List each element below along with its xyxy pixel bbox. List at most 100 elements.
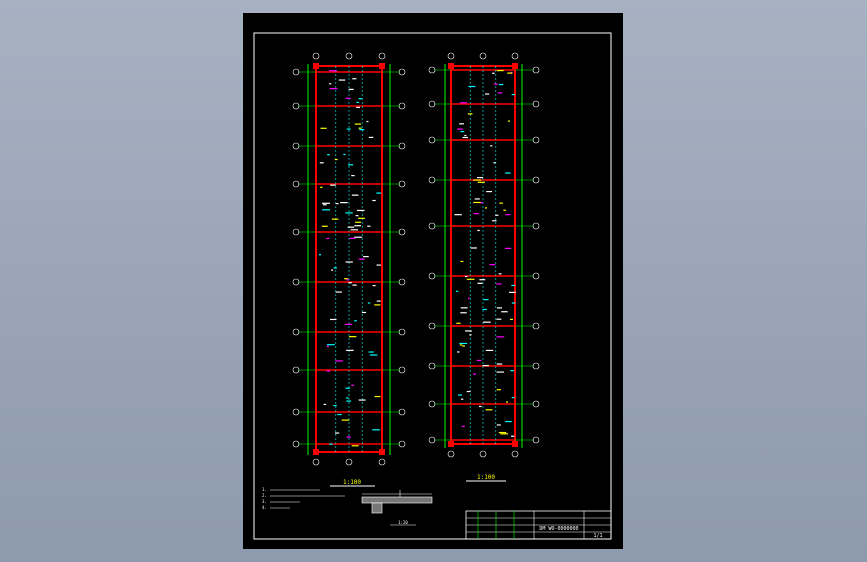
rebar-mark-50 (483, 321, 491, 323)
rebar-mark-71 (368, 351, 374, 353)
rebar-mark-72 (496, 424, 501, 426)
rebar-mark-3 (459, 344, 463, 346)
rebar-mark-52 (505, 172, 511, 174)
rebar-mark-71 (460, 312, 467, 314)
rebar-mark-86 (320, 186, 323, 188)
axis-bubble-top-2 (511, 52, 519, 60)
rebar-mark-13 (327, 154, 330, 156)
rebar-mark-36 (477, 229, 480, 232)
rebar-mark-11 (473, 213, 480, 215)
rebar-mark-85 (454, 214, 462, 216)
rebar-mark-29 (465, 275, 468, 278)
rebar-mark-84 (460, 130, 465, 133)
axis-bubble-left-3 (292, 180, 300, 188)
rebar-mark-20 (352, 78, 357, 80)
rebar-mark-61 (351, 175, 355, 177)
rebar-mark-21 (505, 420, 512, 423)
rebar-mark-27 (358, 399, 366, 401)
rebar-mark-17 (334, 158, 338, 161)
rebar-mark-53 (337, 413, 342, 416)
rebar-mark-57 (479, 202, 483, 204)
axis-bubble-bottom-2 (378, 458, 386, 466)
rebar-mark-25 (511, 284, 516, 287)
rebar-mark-78 (473, 201, 481, 204)
section-detail: 1:20 (361, 490, 433, 526)
axis-bubble-right-2 (398, 142, 406, 150)
rebar-mark-19 (482, 364, 489, 367)
rebar-mark-39 (472, 373, 477, 375)
rebar-mark-37 (484, 207, 487, 209)
rebar-mark-29 (351, 384, 355, 386)
axis-bubble-top-0 (312, 52, 320, 60)
axis-bubble-bottom-0 (312, 458, 320, 466)
rebar-mark-32 (485, 93, 490, 95)
rebar-mark-55 (467, 297, 470, 299)
column-1 (379, 63, 385, 69)
rebar-mark-42 (346, 436, 351, 438)
rebar-mark-61 (464, 134, 467, 137)
rebar-mark-3 (358, 98, 362, 100)
note-1: 1. (262, 487, 267, 492)
plan-right-grid (428, 52, 540, 458)
rebar-mark-84 (329, 70, 337, 72)
rebar-mark-0 (496, 283, 502, 285)
axis-bubble-right-1 (398, 102, 406, 110)
rebar-mark-6 (326, 237, 330, 240)
rebar-mark-17 (505, 247, 512, 249)
rebar-mark-14 (321, 225, 328, 227)
rebar-mark-56 (348, 164, 354, 166)
rebar-mark-62 (496, 363, 503, 365)
rebar-mark-56 (510, 370, 514, 372)
rebar-mark-15 (376, 192, 382, 194)
rebar-mark-54 (496, 389, 501, 391)
rebar-mark-4 (359, 129, 365, 131)
rebar-mark-65 (327, 344, 335, 346)
rebar-mark-88 (458, 394, 463, 396)
rebar-mark-48 (322, 209, 331, 211)
rebar-mark-70 (462, 345, 466, 347)
rebar-mark-74 (482, 308, 487, 311)
rebar-mark-43 (348, 336, 357, 338)
floor-plan-right: 1:100 (428, 52, 540, 482)
rebar-mark-40 (350, 229, 359, 231)
rebar-mark-26 (507, 72, 513, 74)
rebar-mark-58 (346, 279, 350, 281)
rebar-mark-66 (511, 302, 516, 304)
axis-bubble-right-3 (532, 176, 540, 184)
rebar-mark-35 (346, 349, 354, 351)
title-block: DM WO-0000000 1/1 (465, 510, 612, 540)
axis-bubble-right-9 (532, 436, 540, 444)
rebar-mark-41 (358, 258, 365, 260)
rebar-mark-88 (354, 123, 361, 125)
axis-bubble-left-7 (428, 362, 436, 370)
rebar-mark-76 (322, 202, 330, 204)
rebar-mark-47 (495, 214, 499, 216)
rebar-mark-28 (329, 83, 332, 85)
rebar-mark-49 (358, 127, 362, 129)
floor-plan-left: 1:100 (292, 52, 406, 487)
rebar-mark-66 (335, 203, 339, 205)
axis-bubble-right-6 (398, 328, 406, 336)
axis-bubble-right-7 (398, 366, 406, 374)
axis-bubble-right-0 (532, 66, 540, 74)
rebar-mark-44 (511, 93, 515, 96)
rebar-mark-82 (356, 106, 361, 108)
rebar-mark-16 (345, 387, 350, 389)
rebar-mark-75 (372, 199, 376, 202)
rebar-mark-69 (376, 300, 381, 302)
rebar-mark-10 (510, 71, 513, 73)
rebar-mark-9 (351, 194, 359, 196)
axis-bubble-right-8 (398, 408, 406, 416)
rebar-mark-5 (459, 123, 465, 125)
axis-bubble-left-4 (292, 228, 300, 236)
rebar-mark-0 (348, 282, 352, 284)
sheet-background (243, 13, 623, 549)
rebar-mark-57 (338, 79, 346, 81)
axis-bubble-top-0 (447, 52, 455, 60)
rebar-mark-46 (457, 128, 464, 130)
rebar-mark-73 (489, 264, 496, 266)
column-3 (379, 449, 385, 455)
axis-bubble-right-2 (532, 136, 540, 144)
sheet-inner-frame (253, 32, 612, 540)
